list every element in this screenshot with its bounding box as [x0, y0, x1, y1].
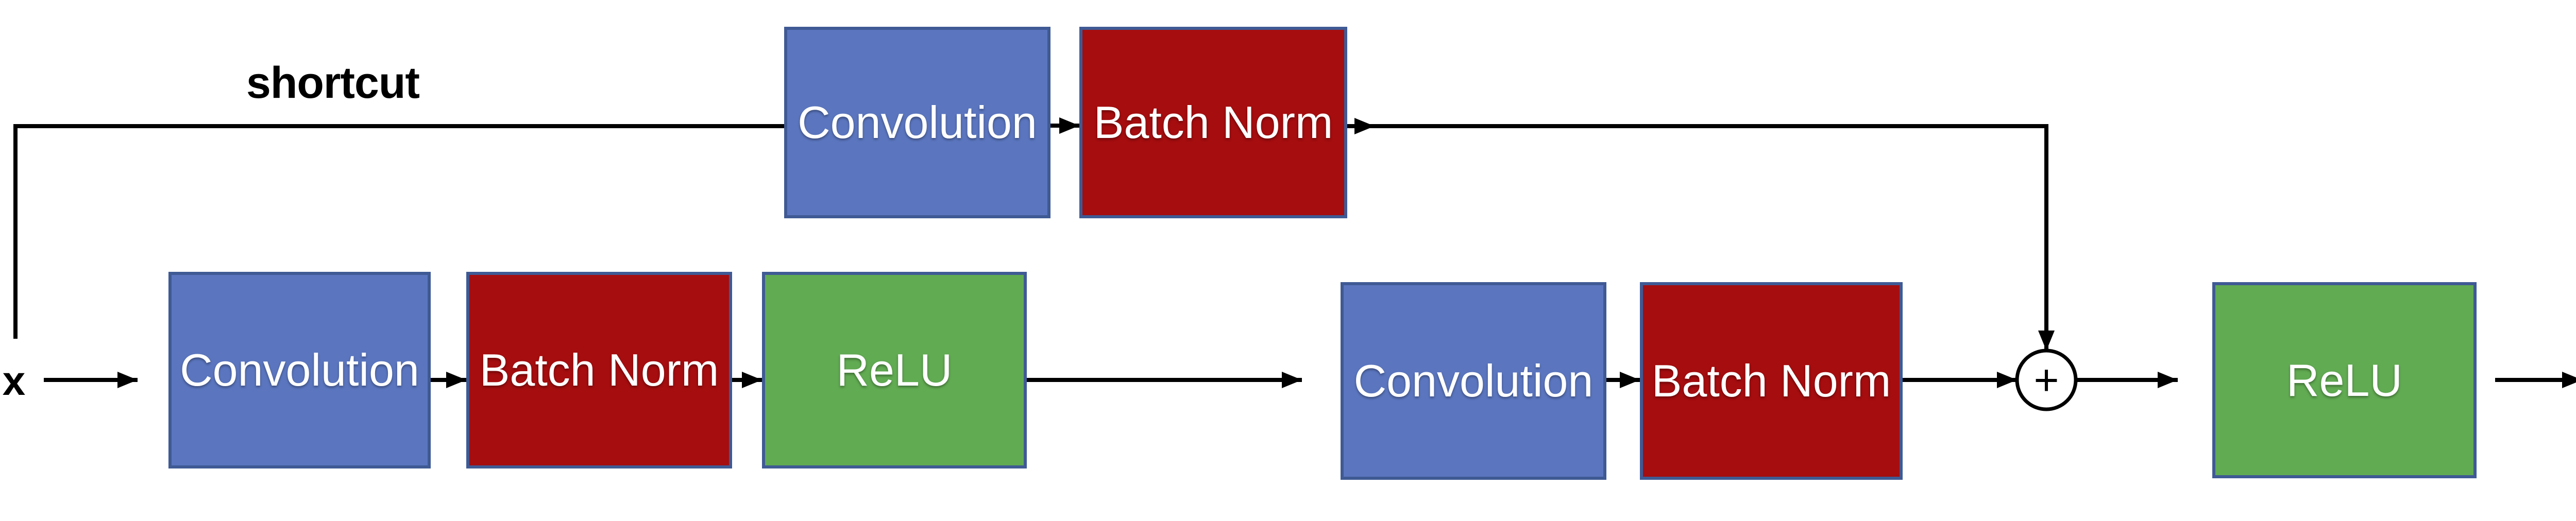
node-relu-2: ReLU	[2212, 282, 2477, 478]
node-label: Convolution	[1353, 355, 1594, 406]
shortcut-label: shortcut	[246, 58, 420, 108]
node-conv-shortcut: Convolution	[784, 27, 1050, 218]
node-label: ReLU	[2286, 354, 2402, 406]
node-label: Convolution	[798, 97, 1037, 148]
input-x-label: x	[2, 358, 26, 404]
node-bn-1: Batch Norm	[466, 272, 732, 468]
adder-circle	[2015, 349, 2078, 411]
node-label: Convolution	[180, 344, 419, 395]
node-label: Batch Norm	[1093, 97, 1333, 148]
node-conv-2: Convolution	[1341, 282, 1606, 480]
node-bn-shortcut: Batch Norm	[1079, 27, 1347, 218]
node-label: Batch Norm	[479, 344, 719, 395]
plus-icon: +	[2033, 356, 2059, 404]
node-bn-2: Batch Norm	[1640, 282, 1903, 480]
node-label: ReLU	[836, 344, 953, 395]
node-relu-1: ReLU	[762, 272, 1027, 468]
node-label: Batch Norm	[1651, 355, 1891, 406]
node-conv-1: Convolution	[168, 272, 431, 468]
